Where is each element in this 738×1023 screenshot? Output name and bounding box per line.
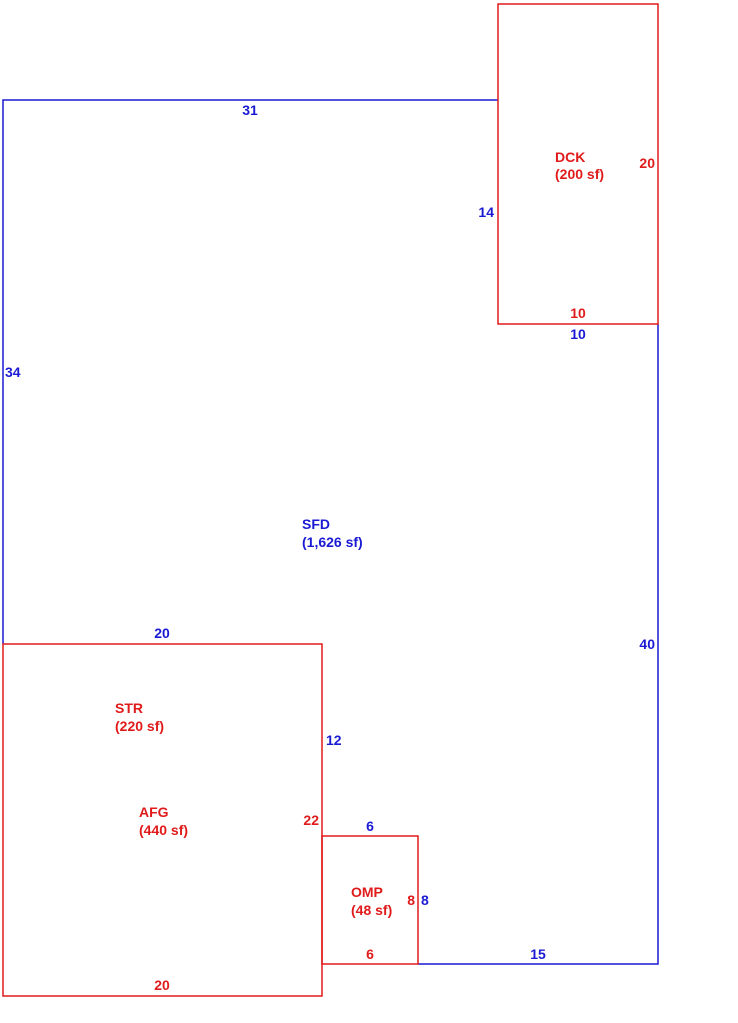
afg-outline [2, 643, 323, 997]
dck-code-label: DCK [555, 149, 585, 165]
dimension-label: 10 [570, 326, 586, 342]
dimension-label: 8 [421, 892, 429, 908]
dimension-label: 12 [326, 732, 342, 748]
dimension-label: 34 [5, 364, 21, 380]
dck-area-label: (200 sf) [555, 166, 604, 182]
dimension-label: 10 [570, 305, 586, 321]
afg-area-label: (440 sf) [139, 822, 188, 838]
dimension-label: 20 [154, 625, 170, 641]
omp-area-label: (48 sf) [351, 902, 392, 918]
sfd-area-label: (1,626 sf) [302, 534, 363, 550]
dimension-label: 22 [303, 812, 319, 828]
dimension-label: 8 [407, 892, 415, 908]
dck-outline [497, 3, 659, 325]
afg-code-label: AFG [139, 804, 169, 820]
sfd-outline-right [418, 324, 659, 965]
dimension-label: 40 [639, 636, 655, 652]
dimension-label: 6 [366, 818, 374, 834]
str-code-label: STR [115, 700, 143, 716]
sfd-outline [2, 99, 498, 644]
omp-outline [321, 835, 419, 965]
dimension-label: 20 [154, 977, 170, 993]
sfd-code-label: SFD [302, 516, 330, 532]
omp-code-label: OMP [351, 884, 383, 900]
dimension-label: 20 [639, 155, 655, 171]
dimension-label: 6 [366, 946, 374, 962]
dimension-label: 15 [530, 946, 546, 962]
dimension-label: 31 [242, 102, 258, 118]
dimension-label: 14 [478, 204, 494, 220]
str-area-label: (220 sf) [115, 718, 164, 734]
